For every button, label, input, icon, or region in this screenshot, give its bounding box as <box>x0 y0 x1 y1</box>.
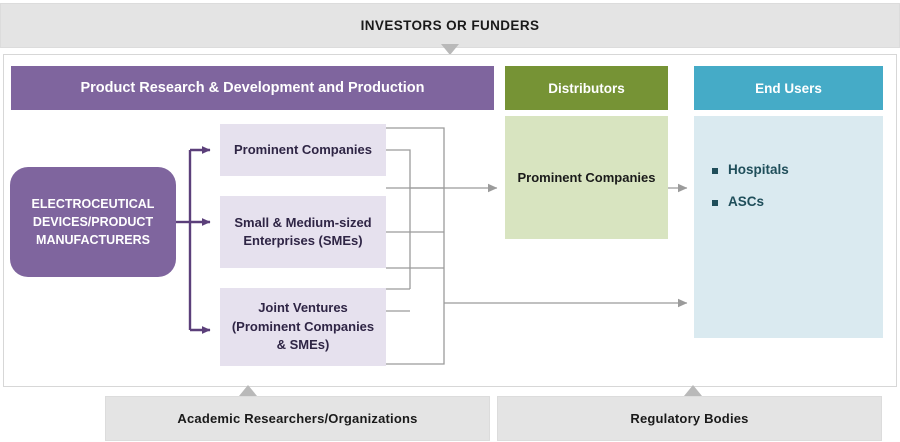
node-joint-ventures: Joint Ventures (Prominent Companies & SM… <box>220 288 386 366</box>
academic-researchers-label: Academic Researchers/Organizations <box>177 411 418 426</box>
product-rd-header-label: Product Research & Development and Produ… <box>80 80 425 96</box>
node-prominent-companies-distributor-label: Prominent Companies <box>517 170 656 185</box>
regulatory-up-arrow-icon <box>684 385 702 396</box>
electroceutical-manufacturers-label: ELECTROCEUTICAL DEVICES/PRODUCT MANUFACT… <box>31 196 155 248</box>
square-bullet-icon <box>712 200 718 206</box>
node-joint-ventures-label: Joint Ventures (Prominent Companies & SM… <box>231 300 375 353</box>
end-users-header-label: End Users <box>755 80 822 96</box>
investors-or-funders-label: INVESTORS OR FUNDERS <box>360 18 540 33</box>
list-item: ASCs <box>712 194 883 209</box>
square-bullet-icon <box>712 168 718 174</box>
node-prominent-companies-rd: Prominent Companies <box>220 124 386 176</box>
end-users-panel: Hospitals ASCs <box>694 116 883 338</box>
academic-up-arrow-icon <box>239 385 257 396</box>
node-prominent-companies-distributor: Prominent Companies <box>505 116 668 239</box>
node-sme: Small & Medium-sized Enterprises (SMEs) <box>220 196 386 268</box>
investors-down-arrow-icon <box>441 44 459 55</box>
distributors-header: Distributors <box>505 66 668 110</box>
regulatory-bodies-label: Regulatory Bodies <box>630 411 749 426</box>
regulatory-bodies-band: Regulatory Bodies <box>497 396 882 441</box>
academic-researchers-band: Academic Researchers/Organizations <box>105 396 490 441</box>
end-users-header: End Users <box>694 66 883 110</box>
distributors-header-label: Distributors <box>548 80 625 96</box>
electroceutical-manufacturers-node: ELECTROCEUTICAL DEVICES/PRODUCT MANUFACT… <box>10 167 176 277</box>
node-sme-label: Small & Medium-sized Enterprises (SMEs) <box>234 214 372 248</box>
end-user-ascs-label: ASCs <box>728 194 765 209</box>
node-prominent-companies-rd-label: Prominent Companies <box>234 141 372 157</box>
end-user-hospitals-label: Hospitals <box>728 162 789 177</box>
list-item: Hospitals <box>712 162 883 177</box>
investors-or-funders-band: INVESTORS OR FUNDERS <box>0 3 900 48</box>
product-rd-header: Product Research & Development and Produ… <box>11 66 494 110</box>
